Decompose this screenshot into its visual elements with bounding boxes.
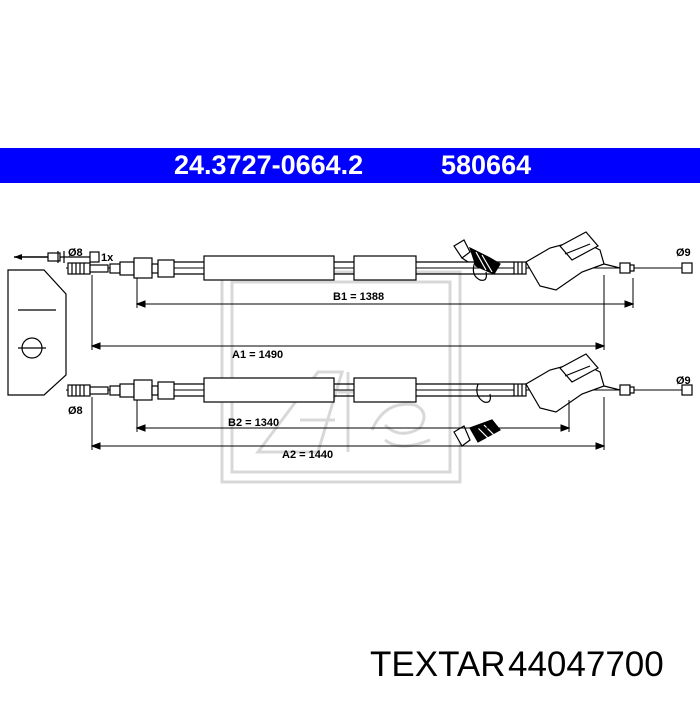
cable-tie-icon bbox=[14, 251, 100, 263]
bottom-left-diameter-label: Ø8 bbox=[68, 405, 83, 417]
retaining-clip-icon bbox=[453, 239, 501, 275]
accessory-qty-label: 1x bbox=[101, 252, 114, 264]
cable-assembly-top bbox=[66, 231, 693, 291]
retaining-clip-icon bbox=[453, 419, 501, 447]
dimension-a2 bbox=[90, 397, 606, 450]
a1-length-label: A1 = 1490 bbox=[232, 349, 283, 361]
b1-length-label: B1 = 1388 bbox=[333, 291, 384, 303]
b2-length-label: B2 = 1340 bbox=[228, 417, 279, 429]
dimension-a1 bbox=[90, 275, 606, 350]
header-banner bbox=[0, 148, 700, 183]
ate-logo-watermark bbox=[220, 270, 462, 484]
bottom-right-diameter-label: Ø9 bbox=[676, 375, 691, 387]
dimension-b2 bbox=[135, 400, 571, 432]
a2-length-label: A2 = 1440 bbox=[282, 449, 333, 461]
brand-name: TEXTAR bbox=[370, 645, 506, 684]
reference-number: 580664 bbox=[441, 150, 532, 180]
mounting-bracket-icon bbox=[7, 269, 67, 396]
part-number: 24.3727-0664.2 bbox=[174, 150, 364, 180]
top-right-diameter-label: Ø9 bbox=[676, 247, 691, 259]
dimension-b1 bbox=[135, 278, 635, 308]
cable-assembly-bottom bbox=[66, 353, 693, 413]
top-left-diameter-label: Ø8 bbox=[68, 247, 83, 259]
brand-part-number: 44047700 bbox=[508, 645, 664, 684]
